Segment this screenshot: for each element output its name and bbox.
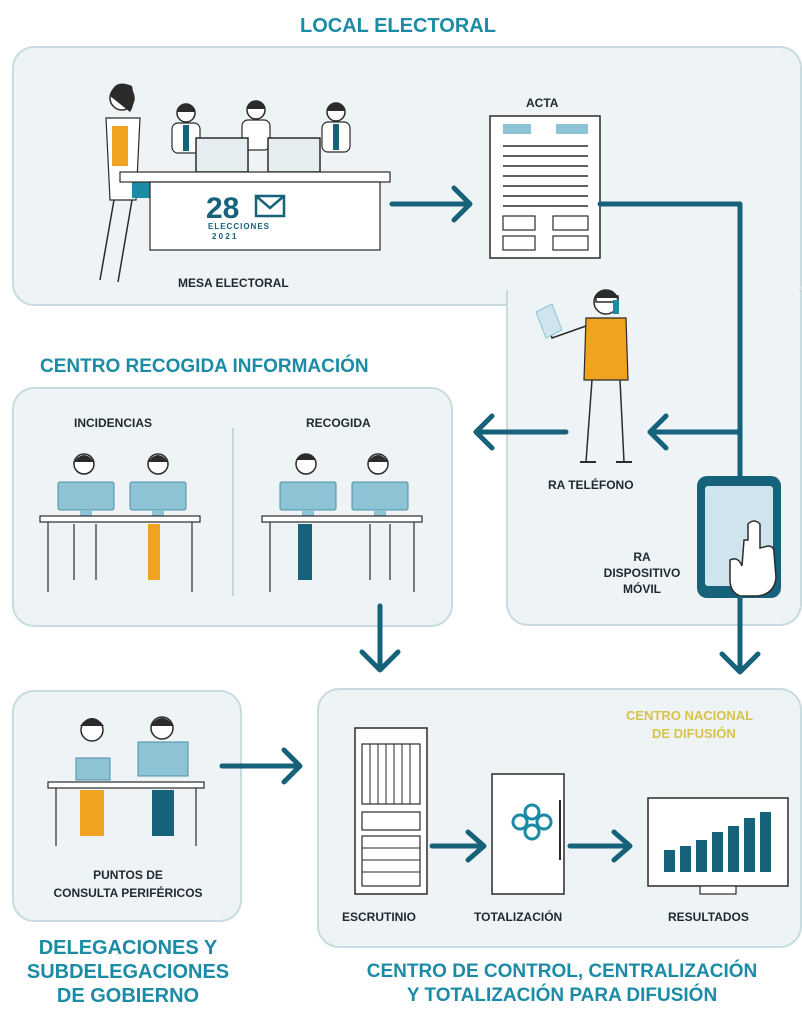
puntos-consulta-label-line2: CONSULTA PERIFÉRICOS [53, 886, 203, 900]
totalizacion-label: TOTALIZACIÓN [474, 910, 563, 924]
ra-dispositivo-label-line1: RA [633, 550, 651, 564]
resultados-label: RESULTADOS [668, 910, 749, 924]
mesa-electoral-label: MESA ELECTORAL [178, 276, 289, 290]
totalizacion-cabinet-icon [491, 773, 565, 895]
resultados-monitor-icon [647, 797, 789, 895]
puntos-consulta-label-line1: PUNTOS DE [93, 868, 163, 882]
delegaciones-title-line2: SUBDELEGACIONES [26, 961, 230, 983]
ra-telefono-label: RA TELÉFONO [548, 478, 634, 492]
delegaciones-panel [12, 690, 242, 922]
elecciones-logo-year: 2 0 2 1 [212, 232, 237, 241]
escrutinio-label: ESCRUTINIO [342, 910, 417, 924]
ra-dispositivo-label-line3: MÓVIL [623, 582, 661, 596]
elecciones-logo-number: 28 [206, 192, 240, 225]
ra-telefono-person-illustration [535, 289, 632, 463]
centro-recogida-title: CENTRO RECOGIDA INFORMACIÓN [40, 356, 369, 377]
ra-dispositivo-tablet-icon [697, 476, 781, 598]
acta-label: ACTA [526, 96, 559, 110]
centro-control-title-line1: CENTRO DE CONTROL, CENTRALIZACIÓN [366, 961, 758, 982]
recogida-label: RECOGIDA [306, 416, 371, 430]
puntos-consulta-workstations [47, 716, 205, 846]
delegaciones-title-line1: DELEGACIONES Y [38, 937, 218, 959]
recogida-workstations [261, 453, 423, 592]
escrutinio-server-icon [354, 727, 428, 895]
centro-nacional-title-line1: CENTRO NACIONAL [626, 708, 754, 723]
centro-control-title-line2: Y TOTALIZACIÓN PARA DIFUSIÓN [406, 985, 718, 1006]
delegaciones-title-line3: DE GOBIERNO [56, 985, 200, 1007]
elecciones-logo-text: ELECCIONES [208, 222, 271, 231]
incidencias-workstations [39, 453, 201, 592]
local-electoral-title: LOCAL ELECTORAL [300, 15, 496, 37]
flow-connectors [219, 185, 761, 863]
acta-document-icon [489, 115, 601, 259]
centro-nacional-title-line2: DE DIFUSIÓN [652, 726, 736, 741]
ra-dispositivo-label-line2: DISPOSITIVO [603, 566, 681, 580]
mesa-electoral-illustration [99, 83, 391, 283]
incidencias-label: INCIDENCIAS [74, 416, 153, 430]
